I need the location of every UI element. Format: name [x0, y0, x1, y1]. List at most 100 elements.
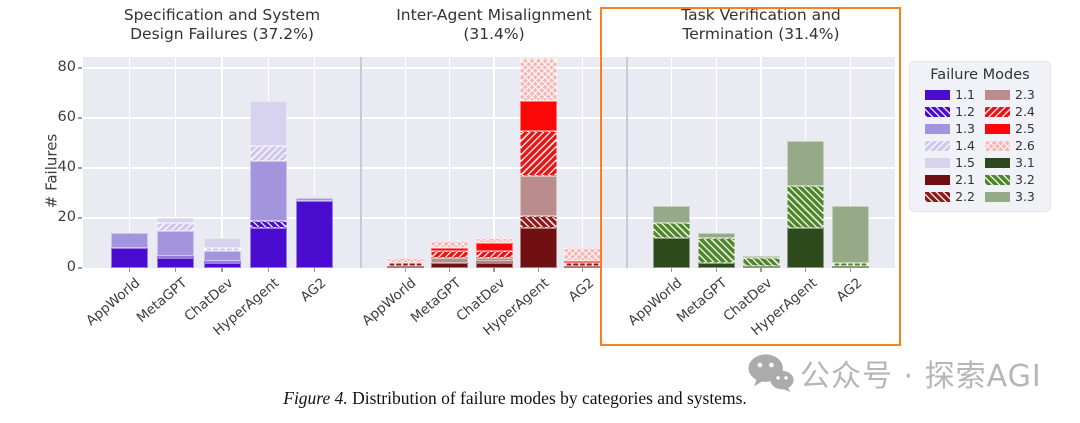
caption-prefix: Figure 4.: [283, 388, 348, 408]
bar-segment-2.6: [386, 258, 424, 263]
panel-separator: [360, 57, 362, 268]
stacked-bar-chatdev: [742, 255, 780, 268]
stacked-bar-chatdev: [475, 238, 513, 268]
bar-segment-1.3: [157, 230, 195, 256]
y-tick-mark: [78, 167, 82, 169]
bar-segment-2.2: [519, 215, 557, 228]
bar-segment-2.5: [519, 100, 557, 131]
legend-swatch-1.5: [925, 157, 951, 168]
legend-entry-label: 2.6: [1015, 138, 1035, 153]
legend-entry: 2.2: [925, 188, 975, 205]
bar-segment-1.3: [296, 198, 334, 201]
bar-segment-1.3: [249, 160, 287, 221]
x-tick-mark: [448, 268, 451, 272]
gridline-v: [448, 57, 451, 268]
gridline-v: [174, 57, 177, 268]
watermark-text: 公众号 · 探索AGI: [800, 359, 1042, 394]
bar-segment-1.2: [203, 260, 241, 263]
x-tick-mark: [670, 268, 673, 272]
bar-segment-3.1: [697, 263, 735, 268]
legend-entry: 2.4: [985, 103, 1035, 120]
panel-separator: [626, 57, 628, 268]
bar-segment-2.1: [431, 263, 469, 268]
legend-swatch-1.4: [925, 140, 951, 151]
legend-swatch-2.2: [925, 191, 951, 202]
x-tick-mark: [715, 268, 717, 272]
watermark: 公众号 · 探索AGI: [748, 351, 1042, 395]
bar-segment-2.5: [475, 243, 513, 251]
stacked-bar-metagpt: [697, 233, 735, 268]
y-tick-label: 80: [57, 59, 76, 75]
gridline-h: [83, 167, 895, 169]
legend-swatch-2.6: [985, 140, 1010, 151]
legend-swatch-1.1: [925, 89, 951, 100]
bar-segment-2.6: [519, 58, 557, 101]
gridline-v: [404, 57, 406, 268]
bar-segment-2.6: [564, 248, 602, 261]
legend-entry: 3.1: [985, 154, 1035, 171]
legend-entry: 1.1: [925, 86, 975, 103]
bar-segment-1.4: [157, 223, 195, 231]
gridline-v: [128, 57, 130, 268]
legend-title: Failure Modes: [930, 67, 1030, 83]
bar-segment-3.3: [832, 205, 869, 263]
bar-segment-1.3: [203, 250, 241, 261]
x-tick-label: AG2: [565, 275, 598, 306]
bar-segment-1.2: [249, 220, 287, 228]
legend-swatch-2.5: [985, 123, 1010, 134]
stacked-bar-ag2: [296, 195, 334, 268]
legend-swatch-2.1: [925, 174, 951, 185]
bar-segment-3.3: [742, 255, 780, 258]
legend-entry-label: 1.3: [955, 121, 975, 136]
gridline-v: [221, 57, 223, 268]
gridline-v: [314, 57, 316, 268]
bar-segment-3.3: [787, 140, 825, 186]
bar-segment-3.1: [652, 238, 690, 268]
bar-segment-3.1: [832, 265, 869, 268]
panel-title: Inter-Agent Misalignment(31.4%): [396, 6, 592, 43]
gridline-v: [493, 57, 495, 268]
bar-segment-1.5: [157, 218, 195, 223]
gridline-v: [715, 57, 717, 268]
x-tick-mark: [267, 268, 269, 272]
bar-segment-2.1: [519, 228, 557, 268]
bar-segment-1.4: [249, 145, 287, 161]
bar-segment-3.2: [742, 258, 780, 266]
bar-segment-2.3: [519, 175, 557, 216]
y-tick-label: 60: [57, 109, 76, 125]
y-tick-mark: [78, 267, 82, 269]
x-tick-mark: [493, 268, 495, 272]
gridline-h: [83, 117, 895, 119]
legend-entry-label: 1.2: [955, 104, 975, 119]
stacked-bar-metagpt: [157, 218, 195, 268]
bar-segment-1.1: [249, 228, 287, 268]
legend-entry-label: 3.3: [1015, 189, 1035, 204]
x-tick-mark: [404, 268, 406, 272]
bar-segment-1.1: [157, 258, 195, 268]
bar-segment-3.3: [697, 233, 735, 238]
bar-segment-1.5: [203, 238, 241, 248]
gridline-v: [670, 57, 673, 268]
bar-segment-2.2: [475, 260, 513, 263]
bar-segment-3.2: [832, 263, 869, 266]
gridline-h: [83, 67, 895, 69]
x-tick-mark: [221, 268, 223, 272]
x-tick-label: AppWorld: [83, 275, 144, 330]
bar-segment-2.4: [519, 130, 557, 176]
legend-entry: 3.2: [985, 171, 1035, 188]
legend-swatch-3.2: [985, 174, 1010, 185]
legend-swatch-1.2: [925, 106, 951, 117]
wechat-icon: [748, 354, 794, 393]
gridline-v: [582, 57, 584, 268]
y-tick-mark: [78, 117, 82, 119]
x-tick-mark: [760, 268, 762, 272]
legend-entry: 3.3: [985, 188, 1035, 205]
bar-segment-1.1: [110, 248, 148, 268]
y-tick-mark: [78, 217, 82, 219]
bar-segment-1.1: [296, 200, 334, 268]
legend-entry-label: 2.4: [1015, 104, 1035, 119]
legend-entry-label: 2.5: [1015, 121, 1035, 136]
legend-entry: 1.5: [925, 154, 975, 171]
